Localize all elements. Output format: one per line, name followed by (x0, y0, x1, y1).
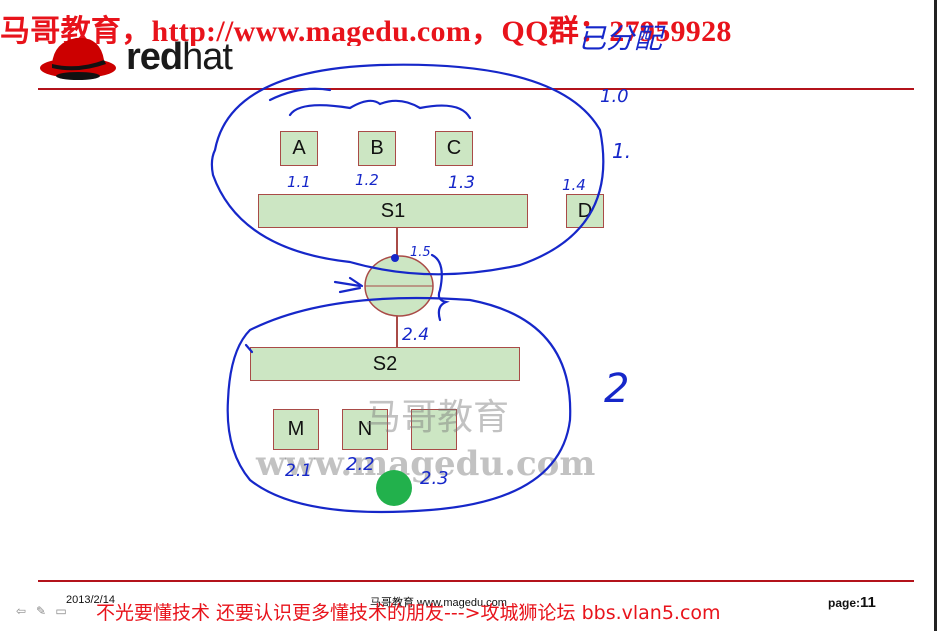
router-circle (364, 255, 434, 317)
footer-divider (38, 580, 914, 582)
prev-arrow-icon[interactable]: ⇦ (15, 604, 27, 618)
pen-icon[interactable]: ✎ (35, 604, 47, 618)
header-divider (38, 88, 914, 90)
node-b: B (358, 131, 396, 166)
watermark-url: www.magedu.com (256, 444, 596, 484)
svg-text:1.1: 1.1 (287, 173, 311, 191)
switch-s2: S2 (250, 347, 520, 381)
footer-date: 2013/2/14 (66, 594, 115, 606)
node-c: C (435, 131, 473, 166)
svg-text:1.4: 1.4 (562, 176, 586, 194)
window-edge (934, 0, 937, 631)
link-router-s2 (396, 316, 398, 347)
svg-text:1.3: 1.3 (448, 173, 475, 193)
svg-text:1.: 1. (612, 139, 631, 163)
svg-text:2.4: 2.4 (402, 325, 429, 345)
svg-text:1.2: 1.2 (355, 171, 379, 189)
menu-icon[interactable]: ▭ (55, 604, 67, 618)
footer-center-text: 马哥教育 www.magedu.com (370, 597, 507, 609)
top-watermark: 马哥教育，http://www.magedu.com，QQ群：27959928 (0, 15, 732, 46)
page-indicator: page:11 (828, 594, 876, 611)
redhat-wordmark: redhat (126, 36, 233, 78)
shadowman-logo-icon (40, 37, 116, 80)
node-a: A (280, 131, 318, 166)
redhat-logo (38, 30, 278, 82)
svg-text:2: 2 (604, 366, 629, 412)
node-d: D (566, 194, 604, 228)
slide-nav-controls: ⇦ ✎ ▭ (14, 604, 68, 618)
switch-s1: S1 (258, 194, 528, 228)
watermark-cn: 马哥教育 (365, 397, 510, 438)
footer-ad-text: 不光要懂技术 还要认识更多懂技术的朋友--->攻城狮论坛 bbs.vlan5.c… (96, 602, 721, 624)
